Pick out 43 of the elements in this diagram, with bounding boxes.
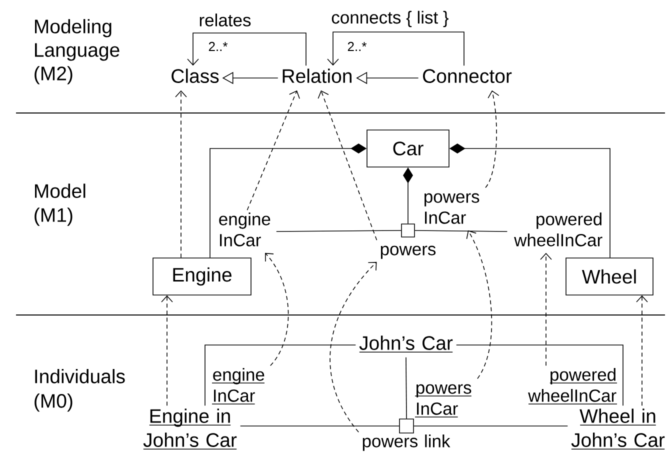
class-box: Engine bbox=[152, 258, 252, 296]
edge-label: connects { list } bbox=[330, 9, 450, 29]
instance-arrow bbox=[175, 90, 187, 258]
role-name: powered wheelInCar bbox=[528, 368, 618, 404]
instance-arrow bbox=[161, 295, 173, 406]
multiplicity-label: 2..* bbox=[208, 42, 228, 51]
association-name: powers bbox=[380, 246, 436, 259]
role-name: engine InCar bbox=[219, 212, 270, 246]
link-line bbox=[456, 344, 624, 406]
class-box: Wheel bbox=[566, 258, 654, 296]
class-box: Car bbox=[366, 130, 450, 168]
instance-arrow bbox=[540, 252, 552, 366]
association-line bbox=[414, 230, 508, 232]
object-name: John’s Car bbox=[359, 336, 453, 352]
association-arrow bbox=[327, 32, 464, 66]
object-name: Wheel in John’s Car bbox=[571, 408, 665, 450]
edge-label: relates bbox=[197, 12, 253, 28]
role-name: powers InCar bbox=[424, 193, 480, 224]
level-label: Model (M1) bbox=[34, 184, 86, 226]
instance-arrow bbox=[636, 295, 648, 406]
instance-arrow bbox=[265, 252, 289, 366]
level-label: Modeling Language (M2) bbox=[34, 19, 120, 84]
object-name: Engine in John’s Car bbox=[143, 408, 237, 450]
metaclass-name: Class bbox=[172, 68, 219, 83]
level-label: Individuals (M0) bbox=[34, 369, 125, 412]
link-line bbox=[406, 357, 407, 419]
metaclass-name: Connector bbox=[423, 69, 512, 83]
role-name: powers InCar bbox=[414, 384, 472, 418]
association-line bbox=[276, 230, 402, 232]
role-name: engine InCar bbox=[212, 368, 265, 404]
instance-arrow bbox=[466, 230, 492, 379]
link-name: powers link bbox=[362, 434, 450, 451]
multiplicity-label: 2..* bbox=[348, 42, 367, 51]
association-arrow bbox=[187, 32, 306, 66]
role-name: powered wheelInCar bbox=[514, 212, 602, 246]
association-square bbox=[399, 418, 414, 434]
instance-arrow bbox=[246, 90, 300, 210]
instance-arrow bbox=[330, 262, 377, 432]
instance-arrow bbox=[318, 90, 378, 240]
instance-arrow bbox=[485, 90, 500, 188]
association-square bbox=[401, 224, 415, 238]
metaclass-name: Relation bbox=[282, 68, 352, 83]
link-line bbox=[204, 344, 356, 406]
